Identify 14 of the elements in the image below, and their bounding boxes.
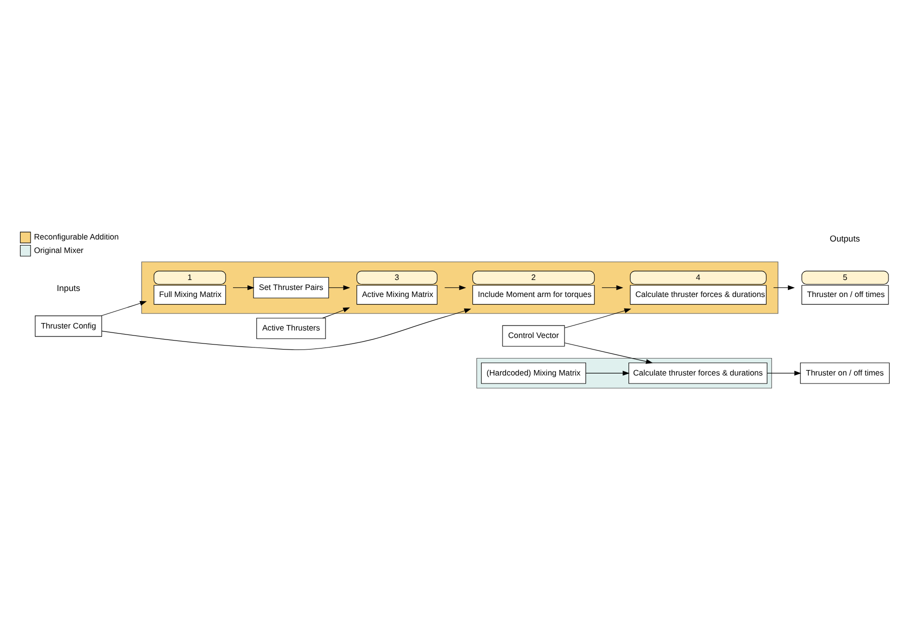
- arrow: [101, 308, 472, 350]
- label: Inputs: [56, 282, 80, 293]
- arrow: [773, 285, 795, 290]
- arrow: [101, 301, 147, 316]
- arrow: [564, 342, 653, 364]
- arrow: [444, 285, 466, 290]
- arrow: [328, 285, 350, 290]
- arrow: [602, 285, 624, 290]
- arrow: [322, 307, 350, 318]
- arrow: [564, 308, 632, 328]
- arrow: [232, 285, 254, 290]
- label: Outputs: [830, 234, 860, 244]
- arrow: [586, 370, 630, 376]
- arrow: [766, 370, 802, 376]
